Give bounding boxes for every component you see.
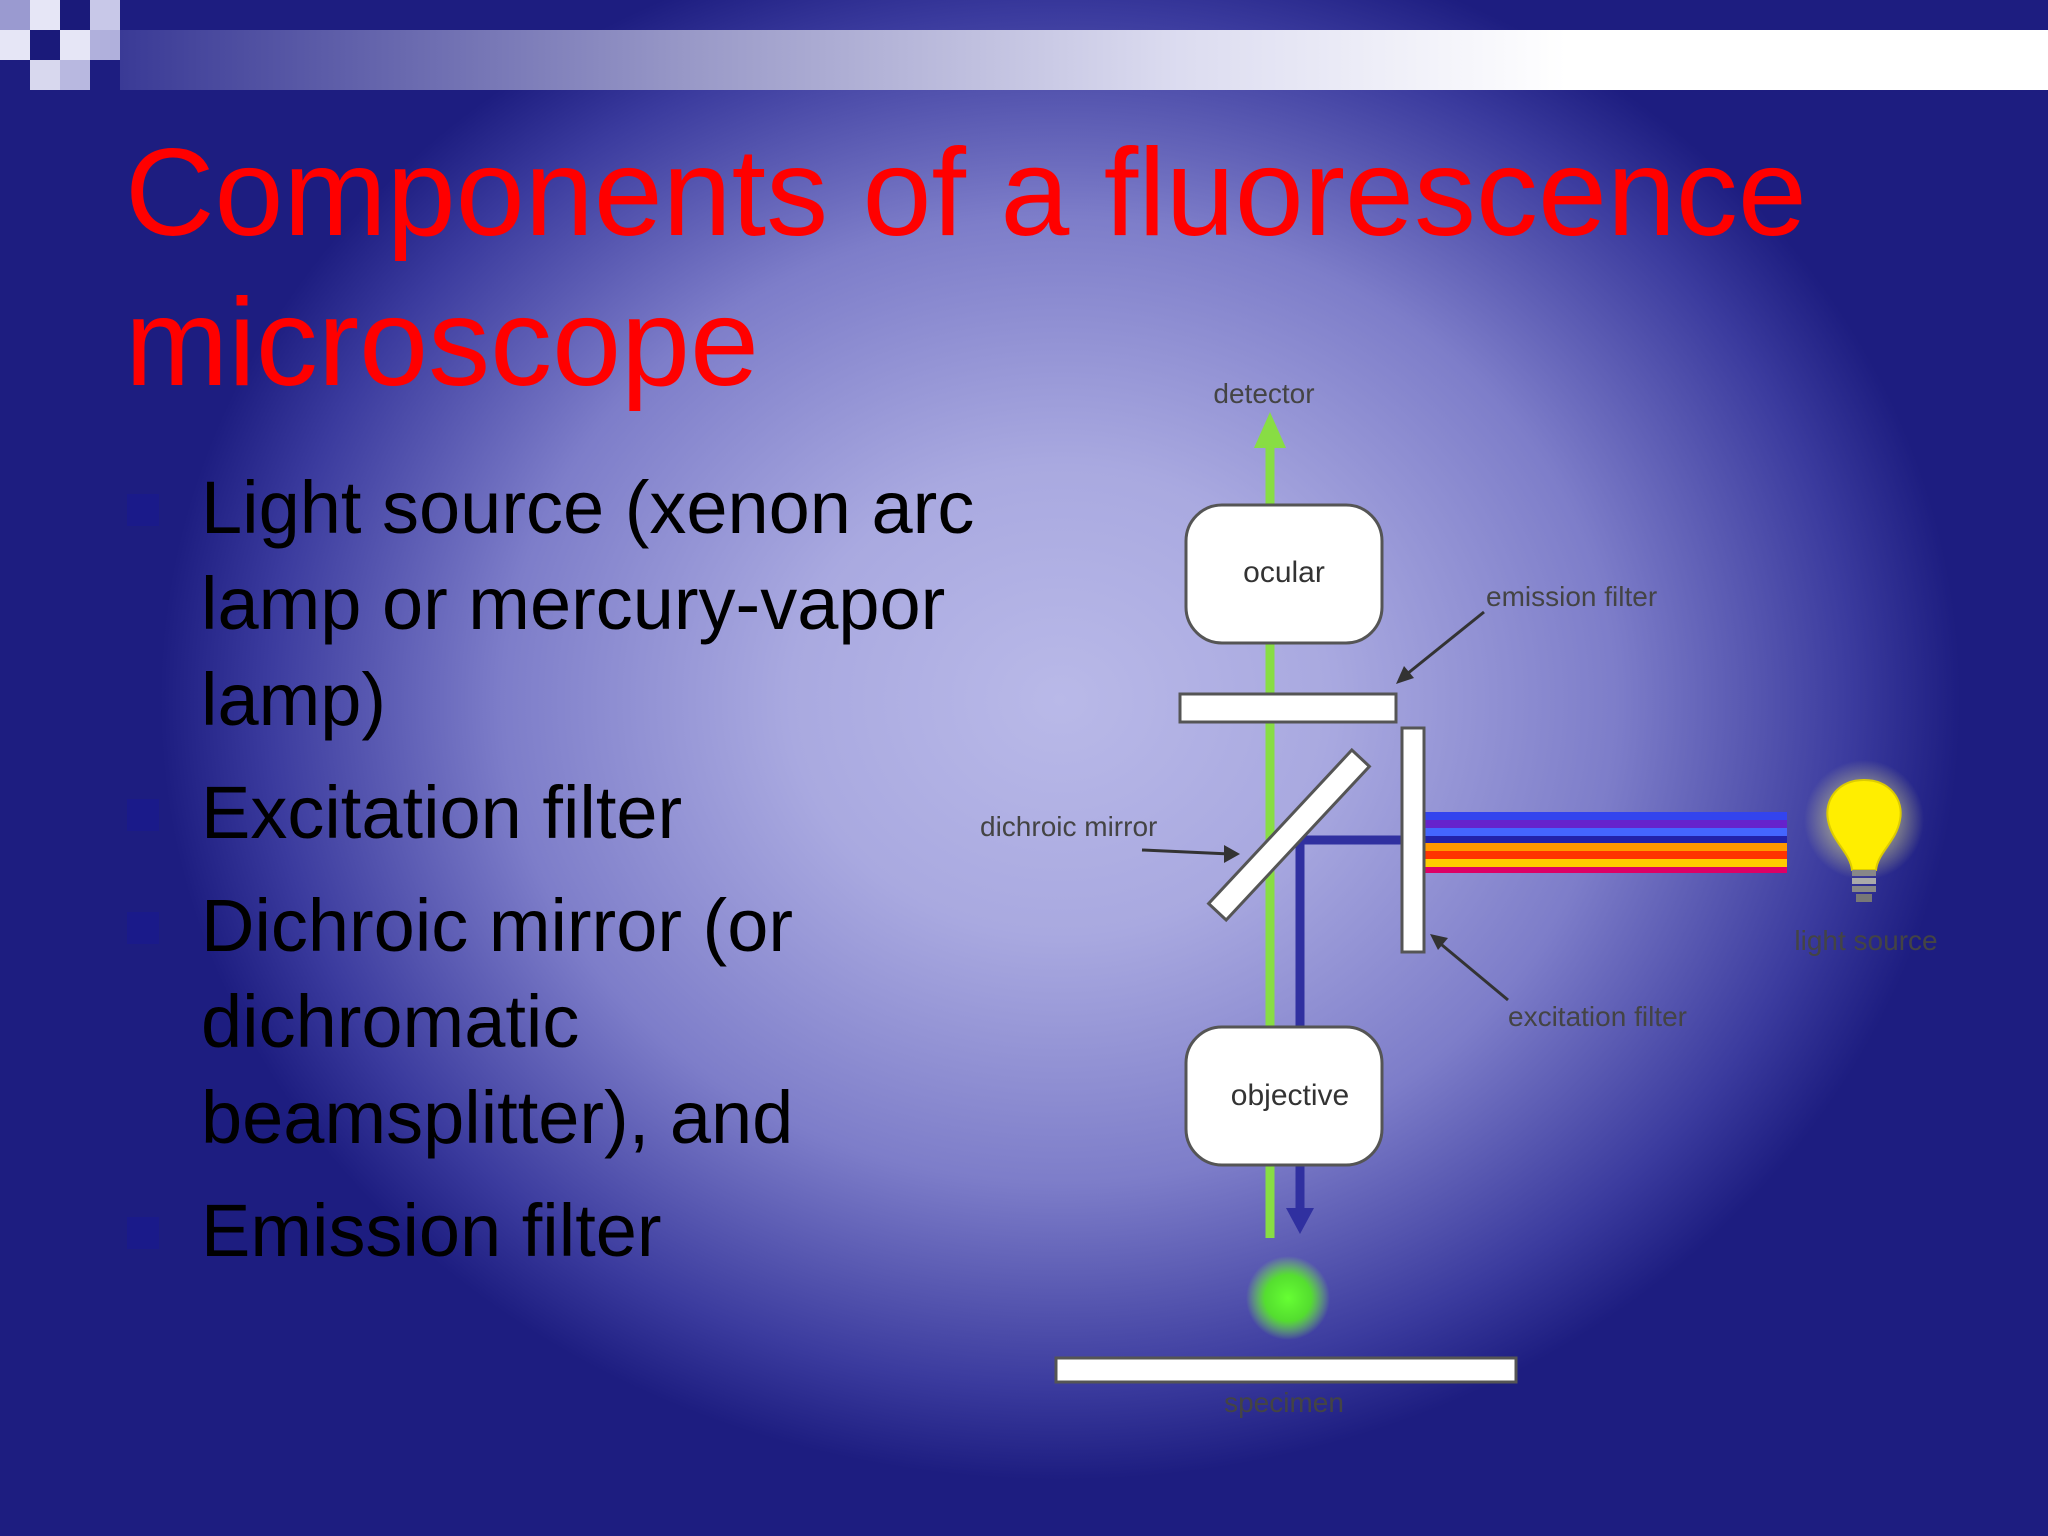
header-square — [90, 30, 120, 60]
excitation-filter-label: excitation filter — [1508, 1001, 1687, 1032]
excitation-filter-bar — [1400, 726, 1426, 954]
dichroic-mirror-label: dichroic mirror — [980, 811, 1157, 842]
specimen-fluorescence — [1246, 1256, 1330, 1340]
decorative-header-bar — [0, 0, 2048, 92]
bullet-text: Dichroic mirror (or dichromatic beamspli… — [201, 884, 794, 1159]
header-square — [30, 30, 60, 60]
light-source-label: light source — [1794, 925, 1937, 956]
square-bullet-icon — [127, 912, 159, 944]
header-square — [60, 30, 90, 60]
emission-filter-pointer — [1401, 610, 1485, 680]
excitation-arrowhead — [1286, 1208, 1314, 1234]
bullet-item: Emission filter — [125, 1183, 985, 1279]
bullet-item: Dichroic mirror (or dichromatic beamspli… — [125, 878, 985, 1166]
specimen-slide — [1054, 1356, 1518, 1384]
detector-arrowhead — [1254, 412, 1286, 448]
arrowhead — [1224, 845, 1240, 863]
header-square — [60, 0, 90, 30]
arrowhead — [1430, 934, 1448, 950]
header-gradient-stripe — [120, 30, 2048, 90]
emission-filter-label: emission filter — [1486, 581, 1657, 612]
square-bullet-icon — [127, 799, 159, 831]
emission-filter-bar — [1178, 692, 1398, 724]
light-spectrum-beam — [1425, 812, 1787, 873]
header-square — [30, 60, 60, 90]
header-square — [90, 0, 120, 30]
excitation-filter-pointer — [1435, 938, 1509, 1002]
slide-title: Components of a fluorescence microscope — [125, 124, 1807, 412]
bullet-list: Light source (xenon arc lamp or mercury-… — [125, 460, 985, 1296]
specimen-label: specimen — [1224, 1387, 1344, 1418]
bullet-text: Excitation filter — [201, 771, 683, 854]
bullet-text: Light source (xenon arc lamp or mercury-… — [201, 466, 975, 741]
header-square — [0, 30, 30, 60]
square-bullet-icon — [127, 1217, 159, 1249]
square-bullet-icon — [127, 494, 159, 526]
bullet-text: Emission filter — [201, 1189, 662, 1272]
bullet-item: Excitation filter — [125, 765, 985, 861]
dichroic-mirror-bar — [1206, 747, 1372, 923]
objective-label: objective — [1231, 1079, 1349, 1112]
detector-label: detector — [1213, 378, 1314, 409]
light-bulb-icon — [1804, 760, 1924, 902]
header-square — [0, 0, 30, 30]
header-square — [60, 60, 90, 90]
objective-box — [1184, 1025, 1384, 1167]
ocular-label: ocular — [1243, 556, 1325, 589]
bullet-item: Light source (xenon arc lamp or mercury-… — [125, 460, 985, 748]
ocular-box — [1184, 503, 1384, 645]
arrowhead — [1396, 666, 1414, 684]
header-square — [30, 0, 60, 30]
dichroic-mirror-pointer — [1141, 848, 1231, 856]
